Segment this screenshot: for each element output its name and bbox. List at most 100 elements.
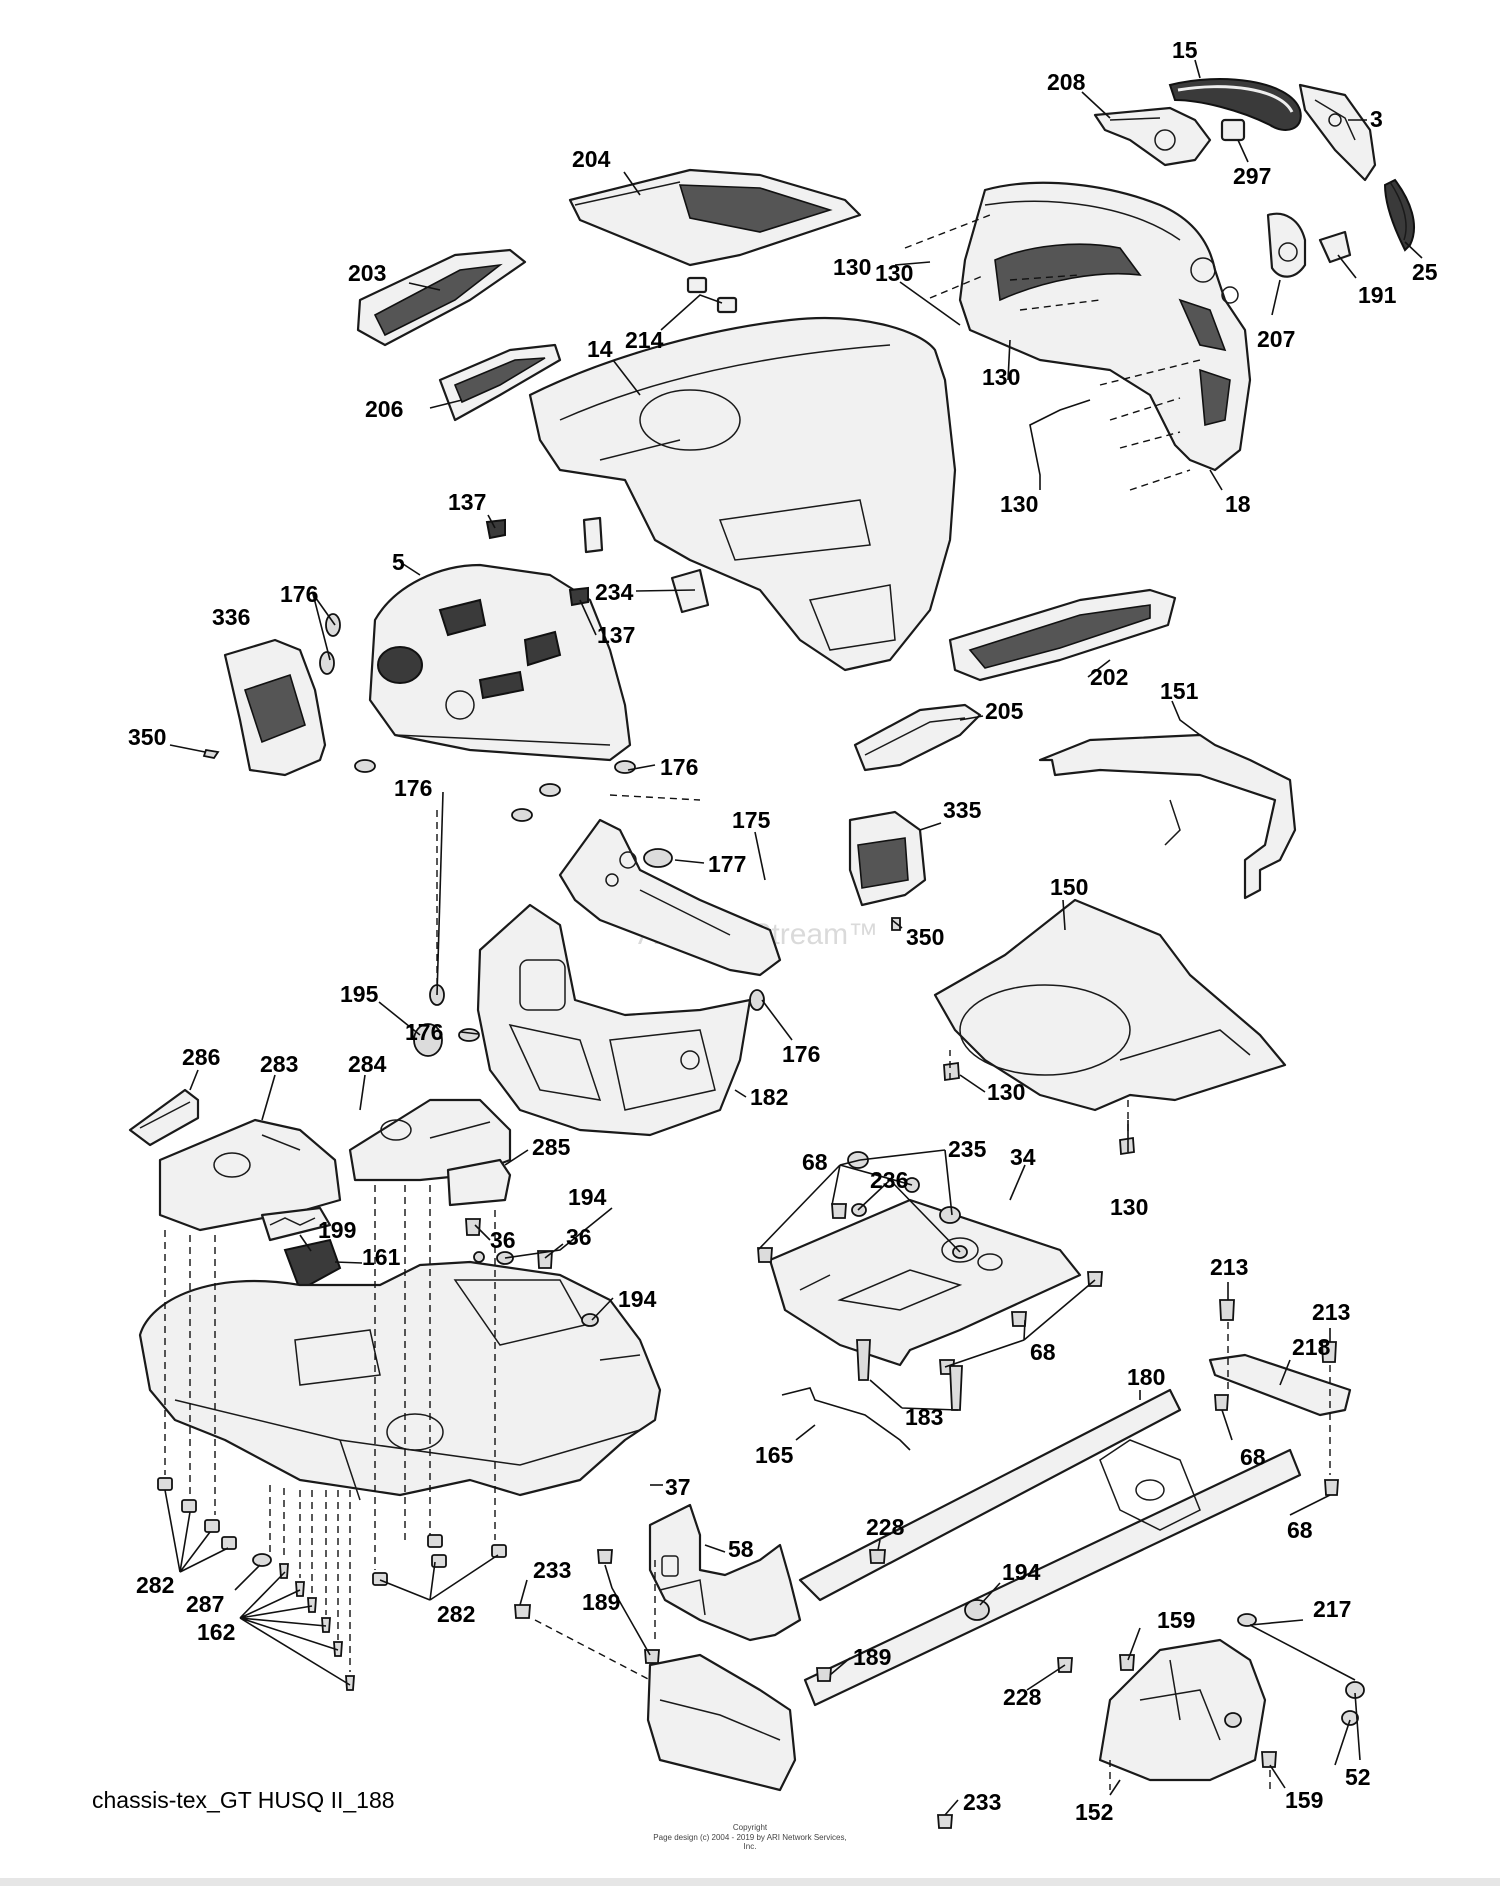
callout-284: 284 [348,1051,387,1077]
headlight-lens-25-part [1383,178,1415,252]
callout-177: 177 [708,851,746,877]
callout-213-b: 213 [1312,1299,1350,1325]
callout-233-a: 233 [533,1557,571,1583]
vent-206-part [438,343,562,422]
callout-208: 208 [1047,69,1086,95]
callout-137-b: 137 [597,622,635,648]
fender-284-part [348,1098,512,1182]
callout-214: 214 [625,327,664,353]
clip-137-part [485,518,589,607]
callout-182: 182 [750,1084,788,1110]
screws-350-part [202,748,901,931]
callout-130-a: 130 [833,254,871,280]
diagram-caption: chassis-tex_GT HUSQ II_188 [92,1787,395,1813]
callout-68-a: 68 [802,1149,828,1175]
callout-207: 207 [1257,326,1295,352]
callout-176-c: 176 [394,775,432,801]
frame-base-part [646,1653,797,1792]
callout-236: 236 [870,1167,908,1193]
bolts-183-part [856,1339,963,1411]
callout-350-a: 350 [128,724,166,750]
screws-162-part [279,1563,355,1691]
rod-165-part [781,1387,911,1451]
callout-labels: 15 208 3 297 25 191 207 204 130 130 214 … [128,37,1438,1825]
cover-335-part [848,810,927,907]
callout-195: 195 [340,981,379,1007]
callout-203: 203 [348,260,386,286]
callout-285: 285 [532,1134,571,1160]
callout-130-e: 130 [987,1079,1025,1105]
callout-130-f: 130 [1110,1194,1148,1220]
callout-335: 335 [943,797,982,823]
knob-177-part [643,848,673,868]
dash-body-182-part [476,903,752,1137]
callout-283: 283 [260,1051,298,1077]
shield-150-part [933,898,1287,1112]
callout-34: 34 [1010,1144,1036,1170]
callout-152: 152 [1075,1799,1113,1825]
headlight-housing-3-part [1298,83,1377,182]
callout-150: 150 [1050,874,1088,900]
leader-lines [164,59,1423,1816]
frame-front-58-part [648,1503,802,1642]
vent-203-part [356,248,527,347]
callout-5: 5 [392,549,405,575]
callout-189-b: 189 [853,1644,891,1670]
socket-191-part [1318,230,1352,264]
callout-228-a: 228 [866,1514,905,1540]
front-bumper-hood-18-part [958,181,1252,472]
alignment-dashes [164,214,1331,1790]
callout-213-a: 213 [1210,1254,1248,1280]
callout-204: 204 [572,146,611,172]
callout-68-c: 68 [1240,1444,1266,1470]
hardware-235-236-68-part [757,1151,1103,1375]
rod-217-52-159-part [1119,1613,1365,1768]
callout-130-c: 130 [1000,491,1038,517]
callout-18: 18 [1225,491,1251,517]
callout-14: 14 [587,336,613,362]
dash-bracket-175-part [558,818,782,977]
callout-52: 52 [1345,1764,1371,1790]
callout-206: 206 [365,396,403,422]
callout-286: 286 [182,1044,220,1070]
callout-199: 199 [318,1217,356,1243]
callout-176-e: 176 [782,1041,820,1067]
callout-297: 297 [1233,163,1271,189]
pad-234-part [582,516,710,614]
hardware-36-194-part [465,1218,599,1327]
callout-68-d: 68 [1287,1517,1313,1543]
bolts-68-right-part [1214,1394,1339,1496]
plate-199-part [260,1206,332,1242]
bolt-287-part [252,1553,272,1567]
hood-body-14-part [528,316,957,672]
callout-3: 3 [1370,106,1383,132]
bumper-286-part [128,1088,200,1147]
footer-bar [0,1878,1500,1886]
callout-234: 234 [595,579,634,605]
callout-161: 161 [362,1244,401,1270]
callout-336: 336 [212,604,250,630]
callout-159-b: 159 [1285,1787,1323,1813]
callout-58: 58 [728,1536,754,1562]
lamp-bracket-208-part [1093,106,1212,167]
callout-15: 15 [1172,37,1198,63]
callout-183: 183 [905,1404,943,1430]
callout-191: 191 [1358,282,1397,308]
callout-194-c: 194 [1002,1559,1041,1585]
callout-233-b: 233 [963,1789,1001,1815]
frame-rail-180-part [798,1388,1302,1707]
fender-283-part [158,1118,342,1232]
callout-180: 180 [1127,1364,1165,1390]
callout-194-b: 194 [618,1286,657,1312]
callout-218: 218 [1292,1334,1331,1360]
hood-top-204-part [568,168,862,267]
clips-214-part [686,276,738,314]
callout-151: 151 [1160,678,1199,704]
bracket-151-part [1038,733,1297,900]
callout-176-b: 176 [660,754,698,780]
callout-130-d: 130 [875,260,913,286]
seat-pan-37-part [138,1260,662,1501]
callout-205: 205 [985,698,1024,724]
trim-205-part [853,703,982,772]
